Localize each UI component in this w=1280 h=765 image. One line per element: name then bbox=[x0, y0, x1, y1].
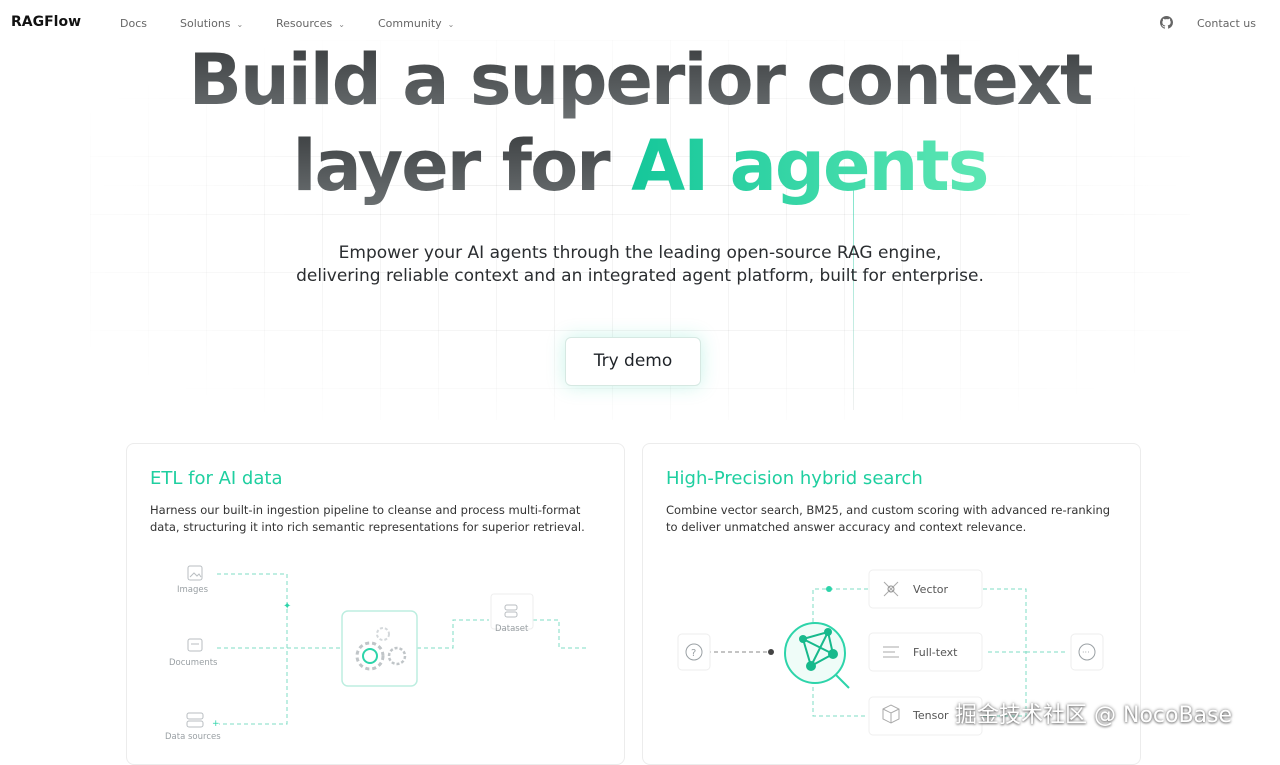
nav-community[interactable]: Community ⌄ bbox=[378, 17, 454, 30]
svg-text:···: ··· bbox=[1082, 648, 1090, 657]
card-search-desc-line-2: to deliver unmatched answer accuracy and… bbox=[666, 520, 1027, 534]
hero-grid-line bbox=[90, 185, 1190, 186]
sparkle-icon: + bbox=[212, 719, 220, 729]
nav-community-label: Community bbox=[378, 17, 442, 30]
processing-gears-node bbox=[341, 610, 418, 687]
node-documents-label: Documents bbox=[169, 658, 218, 668]
nav-resources[interactable]: Resources ⌄ bbox=[276, 17, 345, 30]
hero-subtitle-line-1: Empower your AI agents through the leadi… bbox=[338, 243, 942, 263]
etl-pipeline-diagram: Images Documents Data sources ✦ + Datase… bbox=[165, 565, 587, 742]
chevron-down-icon: ⌄ bbox=[338, 20, 345, 29]
vector-icon bbox=[883, 581, 899, 597]
dataset-icon bbox=[490, 593, 534, 630]
hero-title-prefix: layer for bbox=[292, 125, 632, 207]
hero-subtitle-line-2: delivering reliable context and an integ… bbox=[296, 266, 984, 286]
tensor-node: Tensor bbox=[868, 696, 983, 736]
chevron-down-icon: ⌄ bbox=[236, 20, 244, 29]
hybrid-search-network-icon bbox=[784, 622, 850, 689]
images-icon bbox=[187, 565, 203, 581]
hero-grid-accent-line bbox=[853, 190, 854, 410]
sparkle-icon: ✦ bbox=[283, 601, 291, 612]
hybrid-search-diagram: ? Vector Full-text bbox=[677, 569, 1104, 736]
card-etl-title: ETL for AI data bbox=[150, 468, 283, 489]
question-chat-icon: ? bbox=[677, 633, 711, 671]
hero-title-line-1: Build a superior context bbox=[0, 40, 1280, 120]
watermark: 掘金技术社区 @ NocoBase bbox=[955, 703, 1233, 728]
card-search-description: Combine vector search, BM25, and custom … bbox=[666, 502, 1116, 536]
card-search-title: High-Precision hybrid search bbox=[666, 468, 923, 489]
card-etl-desc-line-2: data, structuring it into rich semantic … bbox=[150, 520, 585, 534]
svg-text:?: ? bbox=[691, 648, 696, 659]
chevron-down-icon: ⌄ bbox=[447, 20, 455, 29]
answer-chat-icon: ··· bbox=[1070, 633, 1104, 671]
contact-us-link[interactable]: Contact us bbox=[1197, 17, 1256, 30]
nav-resources-label: Resources bbox=[276, 17, 333, 30]
node-data-sources-label: Data sources bbox=[165, 732, 221, 742]
nav-solutions-label: Solutions bbox=[180, 17, 231, 30]
nav-solutions[interactable]: Solutions ⌄ bbox=[180, 17, 243, 30]
top-navigation: RAGFlow Docs Solutions ⌄ Resources ⌄ Commu… bbox=[0, 0, 1280, 46]
vector-node: Vector bbox=[868, 569, 983, 609]
card-etl-description: Harness our built-in ingestion pipeline … bbox=[150, 502, 600, 536]
logo[interactable]: RAGFlow bbox=[11, 14, 82, 30]
hero-title-line-2: layer for AI agents bbox=[0, 124, 1280, 208]
node-dataset-label: Dataset bbox=[495, 624, 529, 634]
try-demo-button[interactable]: Try demo bbox=[565, 337, 701, 386]
node-images-label: Images bbox=[177, 585, 209, 595]
github-icon[interactable] bbox=[1160, 16, 1173, 29]
full-text-node: Full-text bbox=[868, 632, 983, 672]
cube-icon bbox=[882, 704, 900, 724]
documents-icon bbox=[187, 638, 203, 652]
card-etl: ETL for AI data Harness our built-in ing… bbox=[126, 443, 625, 765]
node-tensor-label: Tensor bbox=[912, 709, 949, 722]
node-full-text-label: Full-text bbox=[913, 646, 958, 659]
nav-docs[interactable]: Docs bbox=[120, 17, 147, 30]
hero-title-highlight: AI agents bbox=[631, 125, 989, 207]
database-icon bbox=[186, 712, 204, 728]
card-hybrid-search: High-Precision hybrid search Combine vec… bbox=[642, 443, 1141, 765]
card-etl-desc-line-1: Harness our built-in ingestion pipeline … bbox=[150, 503, 581, 517]
card-search-desc-line-1: Combine vector search, BM25, and custom … bbox=[666, 503, 1111, 517]
text-lines-icon bbox=[883, 646, 899, 658]
node-vector-label: Vector bbox=[913, 583, 949, 596]
nav-docs-label: Docs bbox=[120, 17, 147, 30]
